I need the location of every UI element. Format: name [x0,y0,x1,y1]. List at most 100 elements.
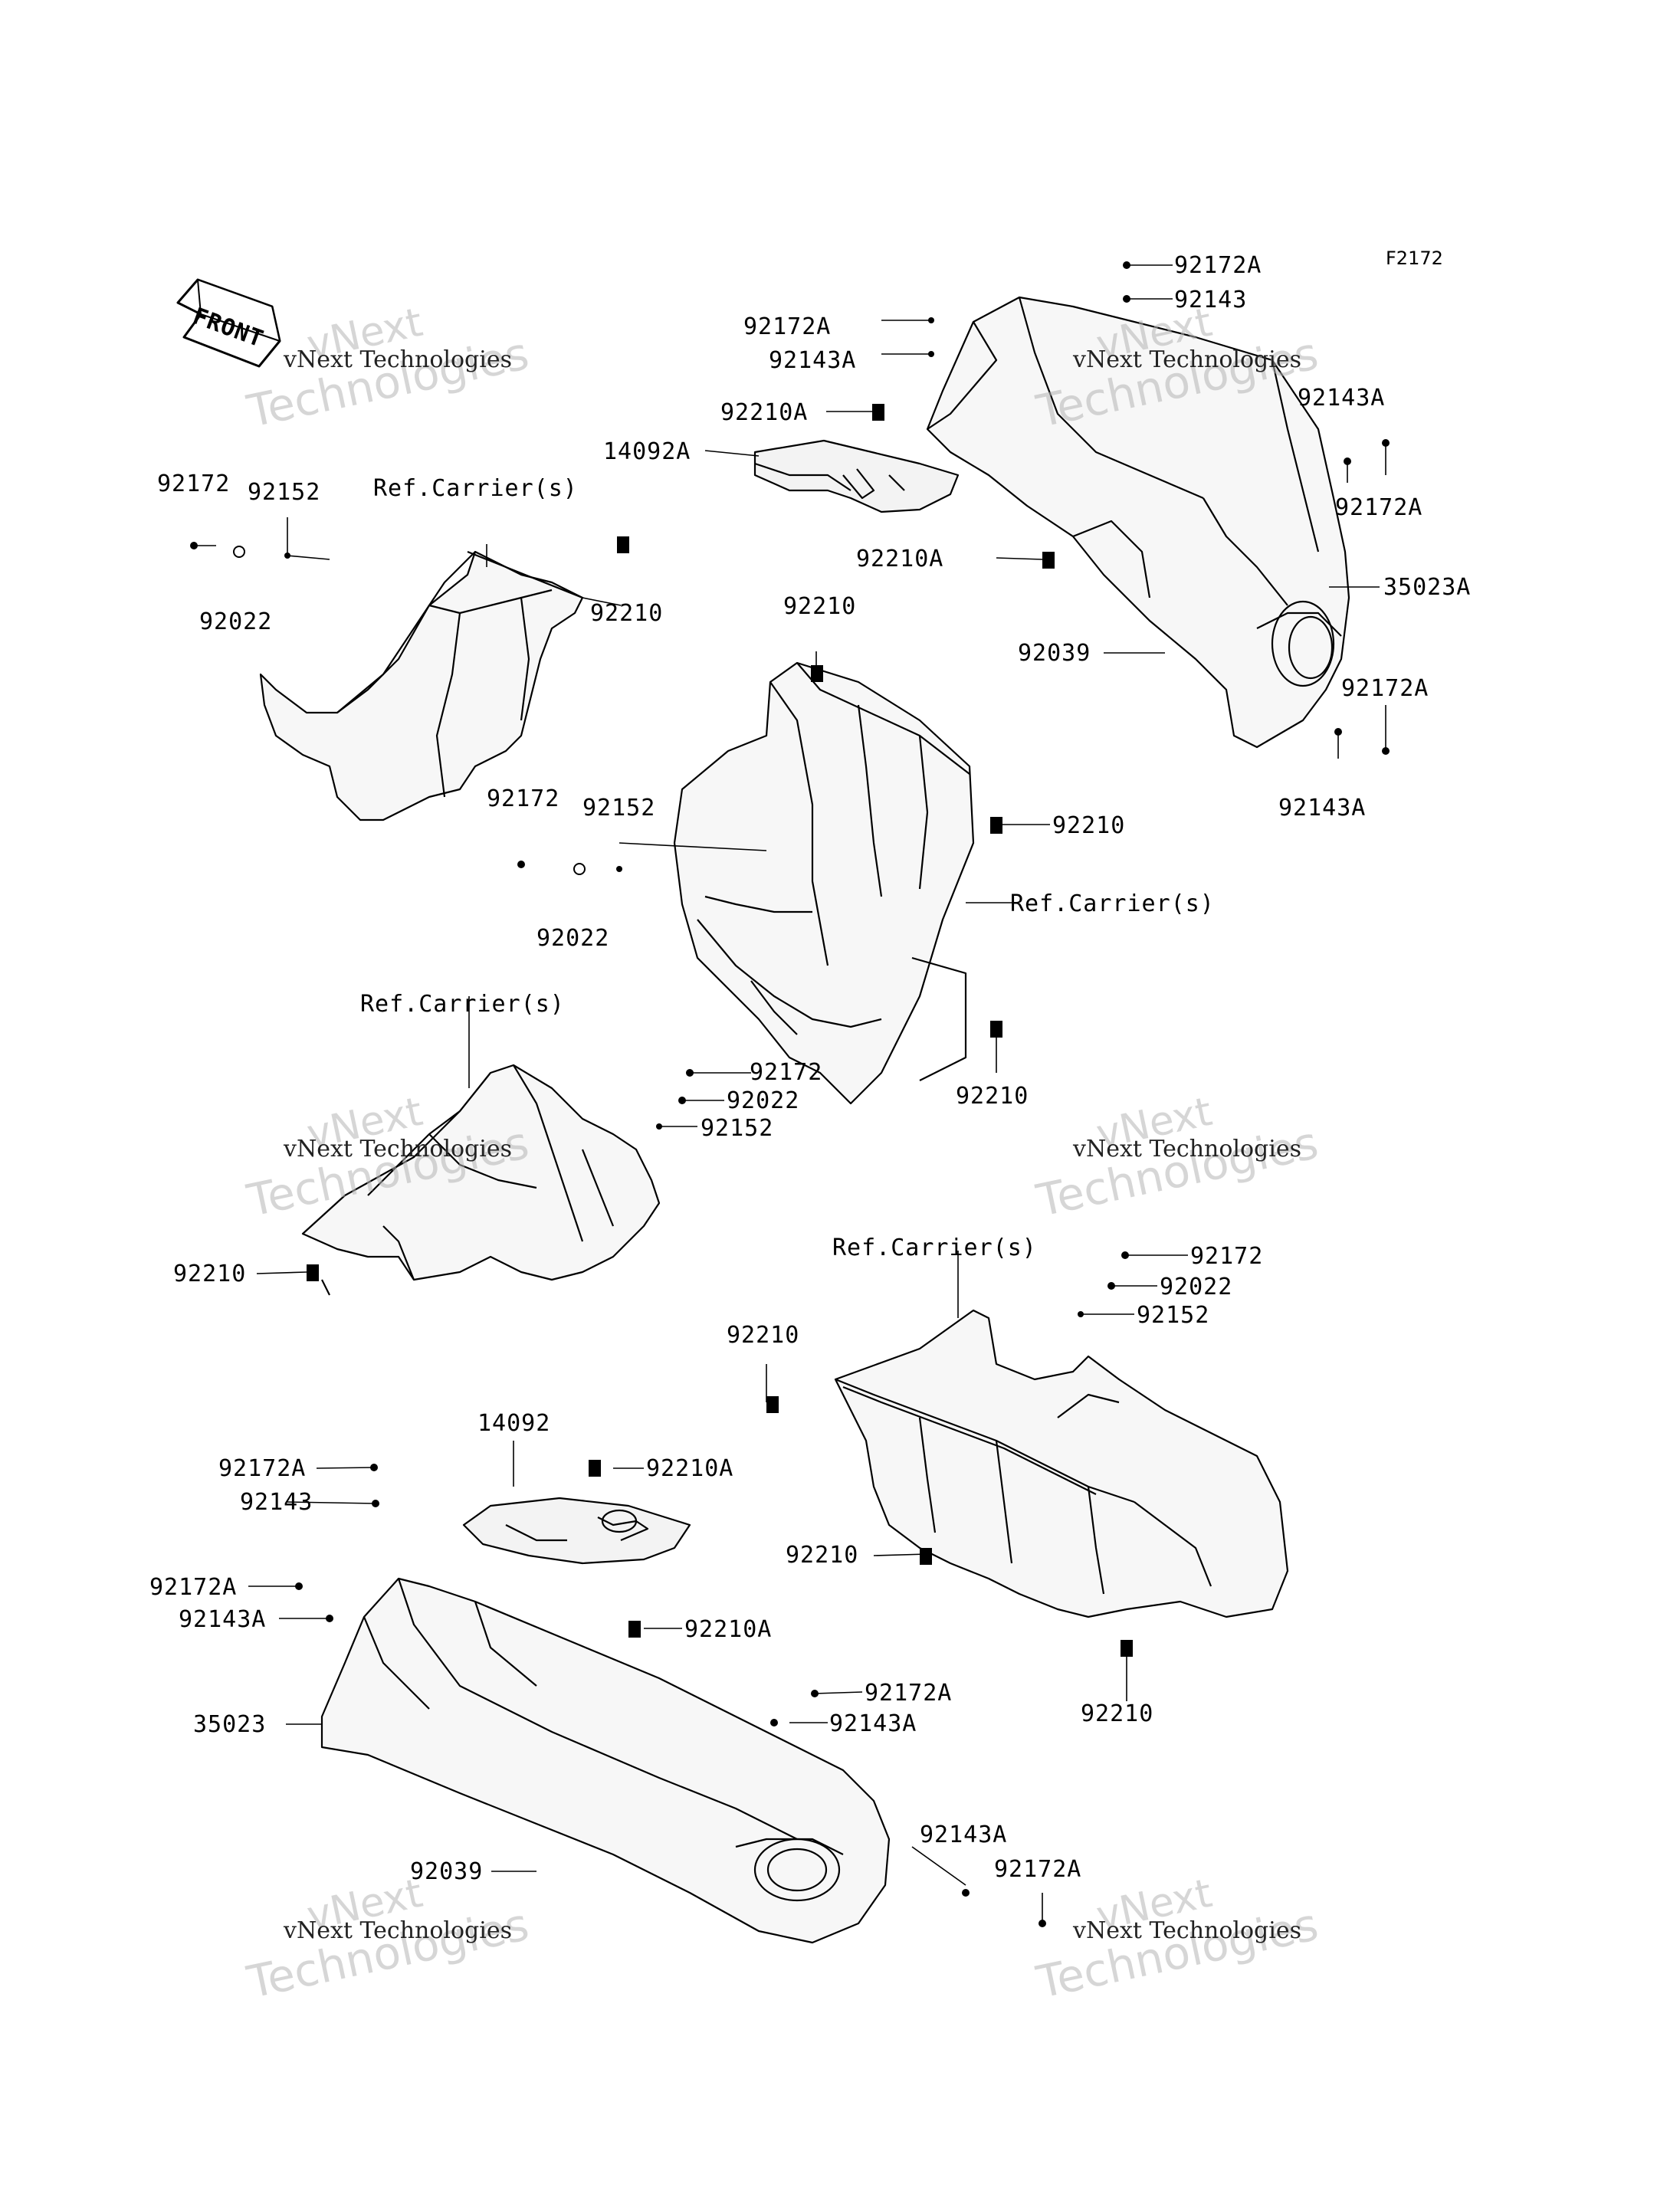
cover-plate-14092 [462,1497,691,1565]
part-number-callout[interactable]: 92172A [743,313,832,340]
part-number-callout[interactable]: 92210 [1081,1700,1154,1727]
part-number-callout[interactable]: 92172 [487,785,560,812]
front-arrow-icon [176,278,281,368]
rear-fender-right-part [926,296,1350,749]
carrier-tray-right-lower [834,1309,1289,1618]
part-number-callout[interactable]: 92210A [856,546,944,572]
clip-icon [872,404,884,421]
washer-icon [1107,1282,1115,1290]
clip-icon [307,1264,319,1281]
figure-code: F2172 [1386,248,1443,269]
part-number-callout[interactable]: 92143 [240,1489,313,1516]
reference-callout[interactable]: Ref.Carrier(s) [1010,890,1215,917]
watermark-brand: vNext Technologies [1073,1136,1302,1162]
washer-icon [1123,295,1130,303]
watermark-brand: vNext Technologies [1073,1917,1302,1944]
bolt-icon [1382,747,1390,755]
washer-icon [770,1719,778,1726]
reference-callout[interactable]: Ref.Carrier(s) [373,475,578,502]
part-number-callout[interactable]: 92152 [701,1115,774,1142]
clip-icon [1121,1640,1133,1657]
reference-callout[interactable]: Ref.Carrier(s) [360,991,565,1018]
part-number-callout[interactable]: 92172A [218,1455,307,1482]
part-number-callout[interactable]: 92022 [199,608,273,635]
bolt-icon [686,1069,694,1077]
part-number-callout[interactable]: 92210A [646,1455,734,1482]
watermark-brand: vNext Technologies [284,346,513,373]
washer-icon [372,1500,379,1507]
clip-icon [990,817,1002,834]
watermark-brand: vNext Technologies [1073,346,1302,373]
rear-fender-left-part [320,1577,891,1944]
clip-icon [990,1021,1002,1038]
part-number-callout[interactable]: 92210 [590,600,664,627]
rivet-icon [284,553,290,559]
washer-icon [928,351,934,357]
part-number-callout[interactable]: 92022 [727,1087,800,1114]
part-number-callout[interactable]: 92172A [1341,675,1429,702]
part-number-callout[interactable]: 92172A [865,1680,953,1707]
part-number-callout[interactable]: 35023 [193,1711,267,1738]
part-number-callout[interactable]: 92172 [157,471,231,497]
watermark-brand: vNext Technologies [284,1917,513,1944]
part-number-callout[interactable]: 14092A [603,438,691,465]
rivet-icon [616,866,622,872]
part-number-callout[interactable]: 92210 [783,593,857,620]
part-number-callout[interactable]: 92172 [750,1059,823,1086]
part-number-callout[interactable]: 92022 [1160,1274,1233,1300]
clip-icon [811,665,823,682]
clip-icon [628,1621,641,1638]
bolt-icon [190,542,198,549]
bolt-icon [811,1690,819,1697]
part-number-callout[interactable]: 92172A [1335,494,1423,521]
bolt-icon [1123,261,1130,269]
part-number-callout[interactable]: 92210 [786,1542,859,1569]
bolt-icon [1039,1920,1046,1927]
bolt-icon [517,861,525,868]
part-number-callout[interactable]: 92152 [248,479,321,506]
grommet-icon [573,863,586,875]
part-number-callout[interactable]: 92210 [1052,812,1126,839]
carrier-tray-left-upper [259,550,584,821]
part-number-callout[interactable]: 92143A [179,1606,267,1633]
part-number-callout[interactable]: 92039 [1018,640,1091,667]
part-number-callout[interactable]: 92172A [149,1574,238,1601]
clip-icon [1042,552,1055,569]
part-number-callout[interactable]: 92210A [684,1616,773,1643]
rivet-icon [1078,1311,1084,1317]
washer-icon [1344,457,1351,465]
part-number-callout[interactable]: 92143A [769,347,857,374]
part-number-callout[interactable]: 14092 [477,1410,551,1437]
rivet-icon [656,1123,662,1130]
part-number-callout[interactable]: 92143A [1298,385,1386,412]
washer-icon [678,1097,686,1104]
carrier-tray-left-lower [301,1064,661,1296]
bolt-icon [370,1464,378,1471]
part-number-callout[interactable]: 92210 [727,1322,800,1349]
part-number-callout[interactable]: 92210 [956,1083,1029,1110]
watermark-brand: vNext Technologies [284,1136,513,1162]
bolt-icon [295,1582,303,1590]
part-number-callout[interactable]: 92172 [1190,1243,1264,1270]
clip-icon [920,1548,932,1565]
washer-icon [326,1615,333,1622]
part-number-callout[interactable]: 92210 [173,1261,247,1287]
washer-icon [962,1889,970,1897]
part-number-callout[interactable]: 92039 [410,1858,484,1885]
cover-plate-14092a [753,439,960,513]
part-number-callout[interactable]: 92143A [920,1822,1008,1848]
part-number-callout[interactable]: 92172A [994,1856,1082,1883]
reference-callout[interactable]: Ref.Carrier(s) [832,1235,1037,1261]
bolt-icon [1382,439,1390,447]
part-number-callout[interactable]: 35023A [1383,574,1472,601]
part-number-callout[interactable]: 92210A [720,399,809,426]
grommet-icon [233,546,245,558]
part-number-callout[interactable]: 92022 [536,925,610,952]
part-number-callout[interactable]: 92143A [829,1710,917,1737]
part-number-callout[interactable]: 92152 [582,795,656,821]
part-number-callout[interactable]: 92152 [1137,1302,1210,1329]
part-number-callout[interactable]: 92143 [1174,287,1248,313]
part-number-callout[interactable]: 92143A [1278,795,1367,821]
part-number-callout[interactable]: 92172A [1174,252,1262,279]
clip-icon [617,536,629,553]
